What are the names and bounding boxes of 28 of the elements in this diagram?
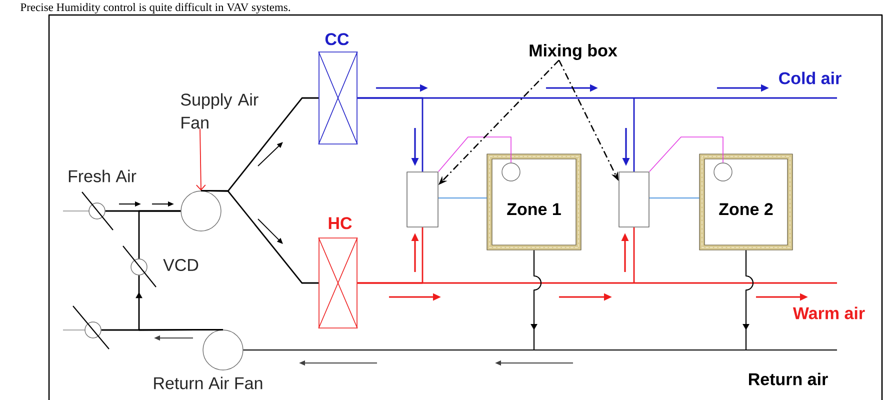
text-label: VCD — [163, 258, 198, 272]
leader-line — [196, 128, 206, 191]
duct-label: Cold air — [779, 72, 842, 84]
mixing-box — [406, 172, 438, 228]
mixing-box — [618, 172, 650, 228]
duct-line — [356, 226, 838, 284]
control-wire — [649, 136, 724, 172]
text-label: Return Air Fan — [154, 376, 262, 390]
heading-text: Precise Humidity control is quite difficult in VAV systems. — [20, 2, 290, 14]
coil-label: CC — [325, 33, 349, 46]
callout-label: Mixing box — [530, 44, 618, 60]
damper-symbol — [72, 306, 110, 350]
text-label: Fresh Air — [68, 170, 136, 182]
duct-line — [356, 97, 838, 172]
duct-label: Warm air — [792, 306, 865, 320]
return-duct — [242, 250, 838, 351]
sensor-circle — [714, 162, 732, 182]
duct-line — [138, 210, 181, 259]
coil-label: HC — [328, 217, 352, 230]
duct-line — [101, 328, 223, 331]
duct-line — [201, 190, 319, 284]
sensor-circle — [502, 162, 520, 182]
zone-room: Zone 2 — [699, 154, 793, 250]
fan-label: Supply Air Fan — [180, 93, 258, 129]
fan-circle — [180, 190, 222, 232]
zone-room: Zone 1 — [486, 154, 582, 250]
control-wire — [438, 136, 512, 172]
duct-label: Return air — [749, 372, 828, 386]
